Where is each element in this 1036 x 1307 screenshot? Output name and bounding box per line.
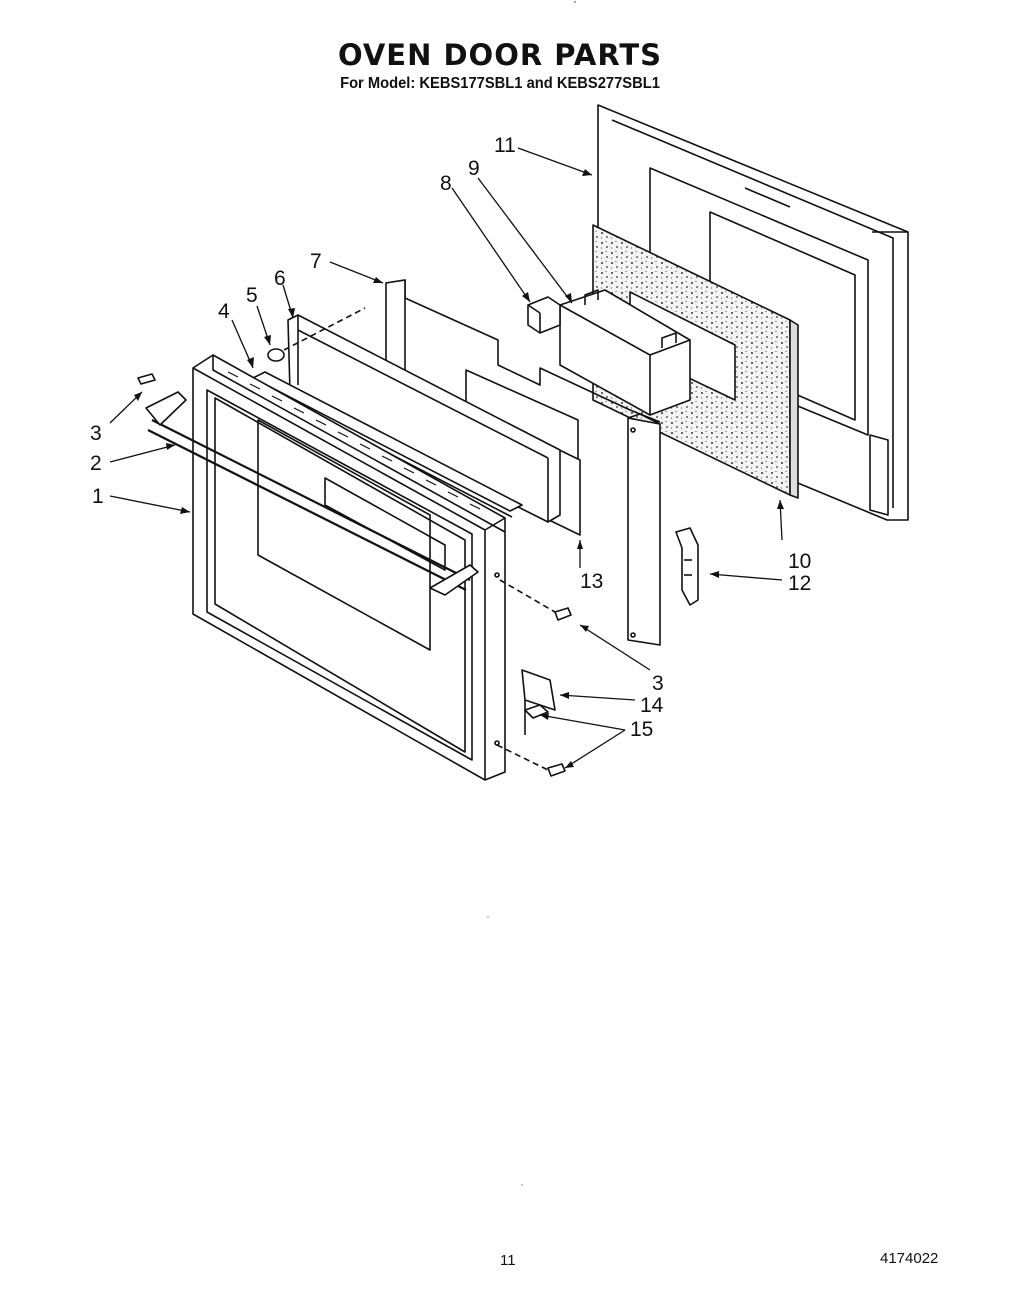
leader-lines xyxy=(109,147,783,769)
part-5-grommet xyxy=(267,307,366,362)
callout-14: 14 xyxy=(640,694,664,717)
callout-11: 11 xyxy=(494,134,516,157)
callout-1: 1 xyxy=(92,485,104,508)
callout-3-top: 3 xyxy=(90,422,102,445)
callout-13: 13 xyxy=(580,570,603,593)
document-number: 4174022 xyxy=(880,1250,939,1267)
part-15-hinge-pin xyxy=(496,704,566,777)
callout-8: 8 xyxy=(440,172,452,195)
part-12-clip xyxy=(675,527,699,606)
callout-7: 7 xyxy=(310,250,322,273)
callout-9: 9 xyxy=(468,157,480,180)
callout-2: 2 xyxy=(90,452,102,475)
leader-arrowheads xyxy=(134,169,784,768)
callout-12: 12 xyxy=(788,572,811,595)
model-subtitle: For Model: KEBS177SBL1 and KEBS277SBL1 xyxy=(340,75,660,92)
part-3-screw-side xyxy=(499,579,572,621)
part-1-front-frame xyxy=(192,354,506,781)
callout-10: 10 xyxy=(788,550,811,573)
part-2-handle xyxy=(145,391,479,596)
part-3-screw-top xyxy=(137,373,156,385)
part-14-hinge-plate xyxy=(521,669,556,735)
callout-5: 5 xyxy=(246,284,258,307)
callout-6: 6 xyxy=(274,267,286,290)
page-number: 11 xyxy=(500,1252,516,1269)
part-9-vent-box xyxy=(559,289,691,416)
callout-3-side: 3 xyxy=(652,672,664,695)
scan-specks xyxy=(487,1,576,1186)
part-8-bracket xyxy=(527,296,561,334)
diagram-title: OVEN DOOR PARTS xyxy=(337,38,663,72)
callout-15: 15 xyxy=(630,718,653,741)
callout-4: 4 xyxy=(218,300,230,323)
